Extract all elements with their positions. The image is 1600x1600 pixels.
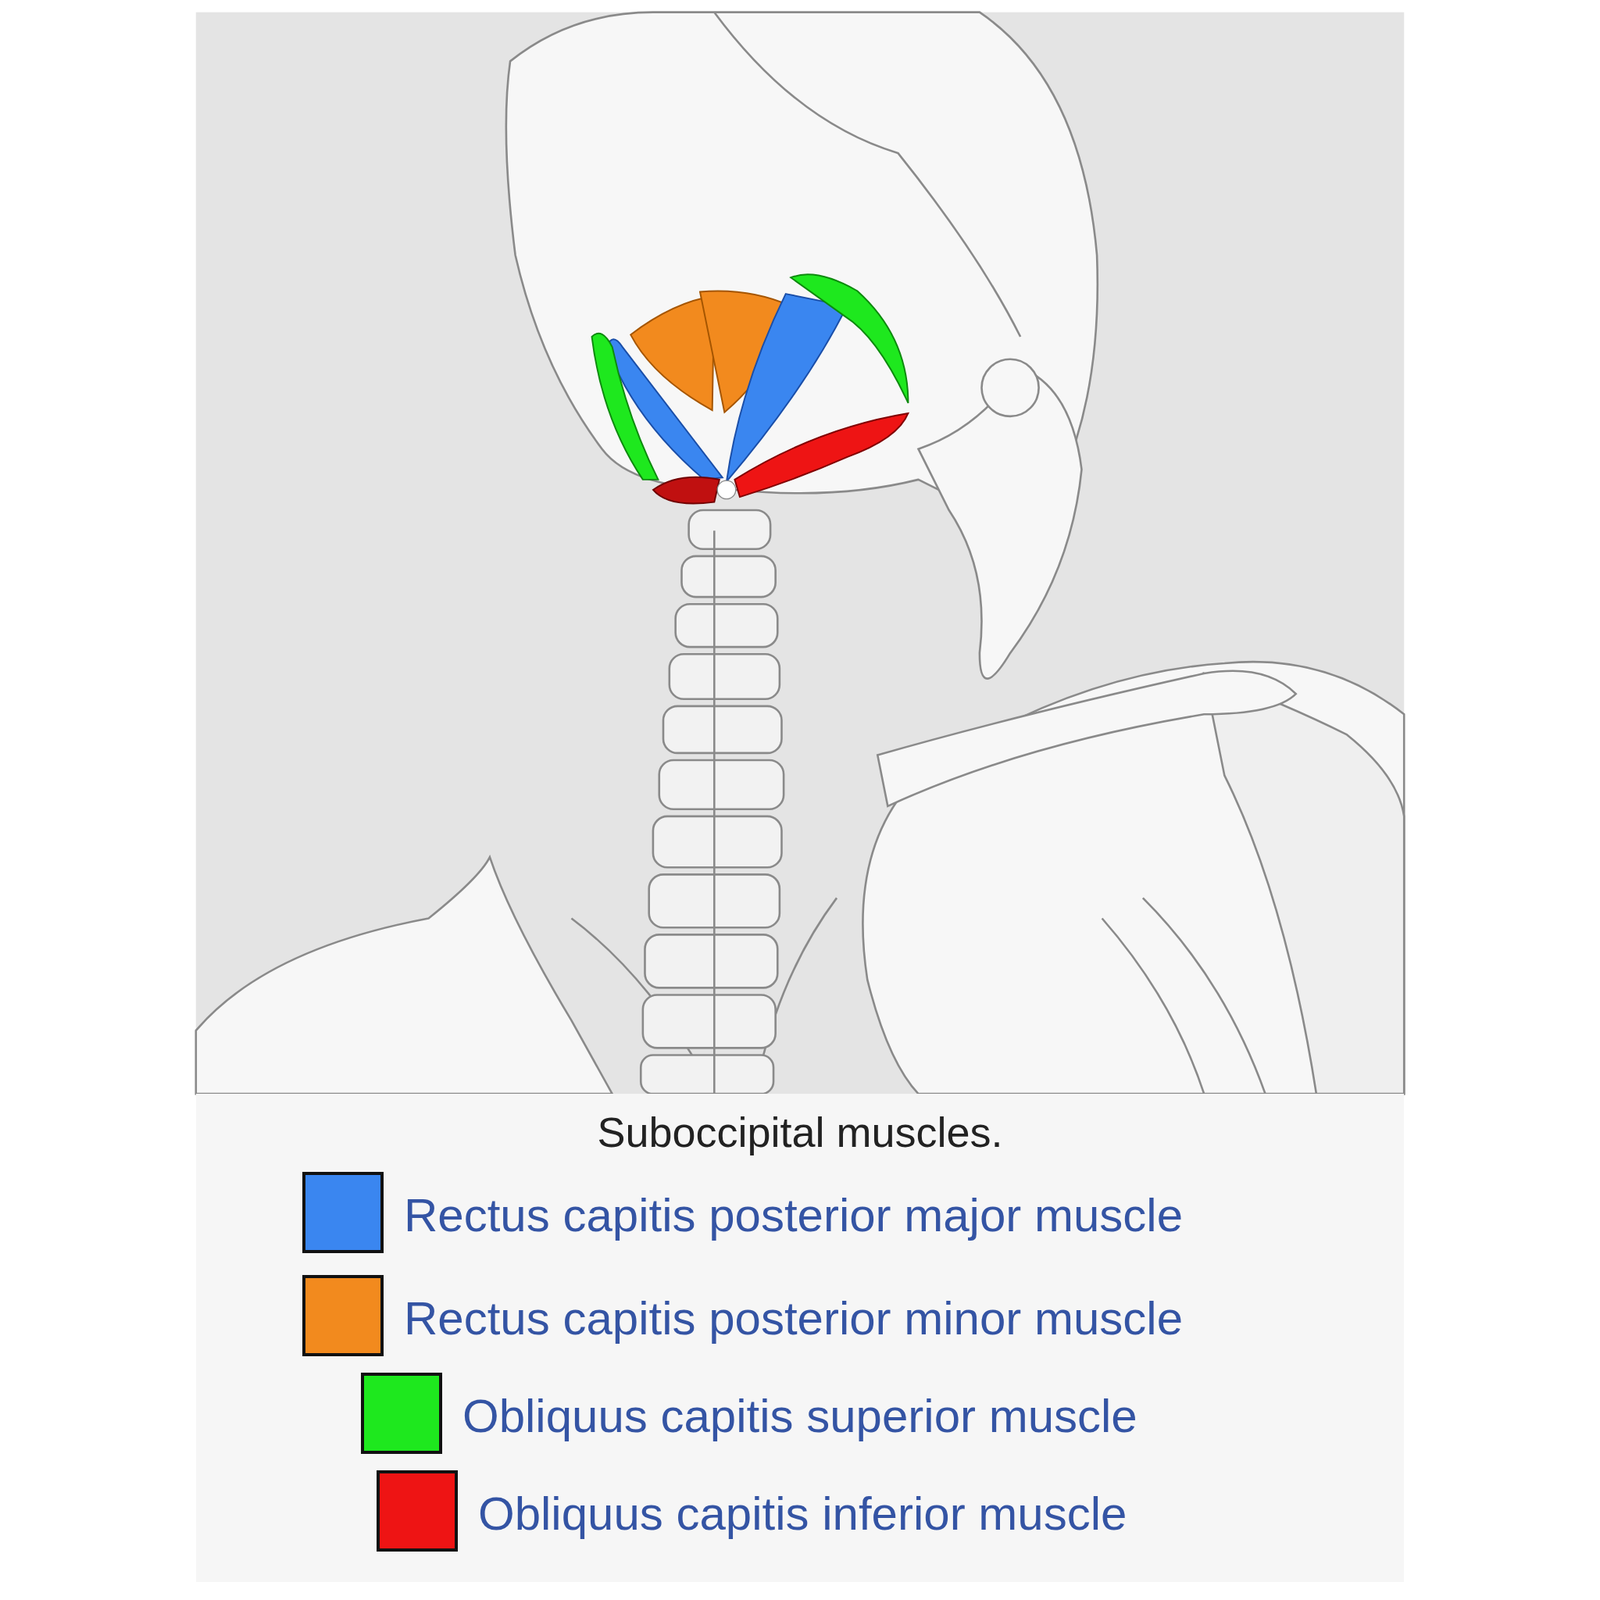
- legend-text: Rectus capitis posterior major muscle: [403, 1188, 1183, 1243]
- legend-swatch: [302, 1275, 384, 1357]
- legend-swatch: [360, 1372, 443, 1454]
- legend-text: Obliquus capitis inferior muscle: [478, 1486, 1127, 1541]
- legend-text: Obliquus capitis superior muscle: [462, 1389, 1138, 1443]
- legend-swatch: [302, 1171, 384, 1254]
- legend-title: Suboccipital muscles.: [196, 1107, 1404, 1157]
- legend-text: Rectus capitis posterior minor muscle: [403, 1291, 1183, 1346]
- legend-swatch: [376, 1470, 458, 1552]
